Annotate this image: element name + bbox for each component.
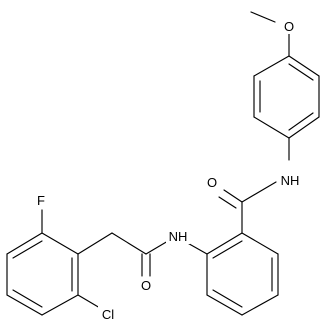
lower-carbonyl-oxygen: O [139,277,154,293]
bond-methyl-o [250,11,276,23]
lower-amide-nitrogen-label: NH [169,229,188,244]
bond-ring1-3 [288,116,320,139]
fluorine: F [34,192,48,208]
bond-n-carbonyl2 [145,240,169,255]
bond-ring3-inner-b [12,289,43,308]
bond-ring2-inner-b [212,289,243,308]
bond-ch2-ring3 [77,232,113,255]
bond-carbonyl-o-b [218,196,237,209]
lower-amide-nitrogen: NH [166,228,190,244]
bond-ring1-1 [288,55,320,77]
bond-ring3-2 [41,294,79,316]
methoxy-oxygen-label: O [284,19,294,34]
upper-amide-nitrogen-label: NH [281,173,300,188]
upper-carbonyl-oxygen-label: O [207,175,217,190]
bond-ring1-4 [253,116,290,139]
bond-ring3-6 [41,232,79,255]
bond-ring2-6 [206,232,243,255]
bond-n-carbonyl [241,181,277,203]
bond-ring3-3 [6,294,43,316]
bond-carbonyl-o-a [223,189,243,203]
bond-ring1-inner-a [288,63,314,81]
fluorine-label: F [37,193,45,208]
bonds [6,11,320,316]
upper-amide-nitrogen: NH [278,172,302,188]
bond-ring2-1 [241,232,279,255]
bond-ring2-inner-c [212,240,243,259]
lower-carbonyl-oxygen-label: O [141,278,151,293]
bond-ring3-5 [6,232,43,255]
bond-ring2-4 [206,294,243,316]
bond-ring2-3 [241,294,279,316]
bond-ring3-cl [77,294,101,309]
upper-carbonyl-oxygen: O [205,174,220,190]
methoxy-oxygen: O [282,18,297,34]
chlorine-label: Cl [102,307,114,322]
bond-carbonyl2-ch2 [111,232,147,255]
bond-ring1-inner-b [288,112,314,131]
bond-ring3-inner-c [12,240,43,259]
chlorine: Cl [98,306,118,322]
bond-ring1-6 [253,55,290,77]
atom-labels: O NH O NH F O [34,18,302,322]
